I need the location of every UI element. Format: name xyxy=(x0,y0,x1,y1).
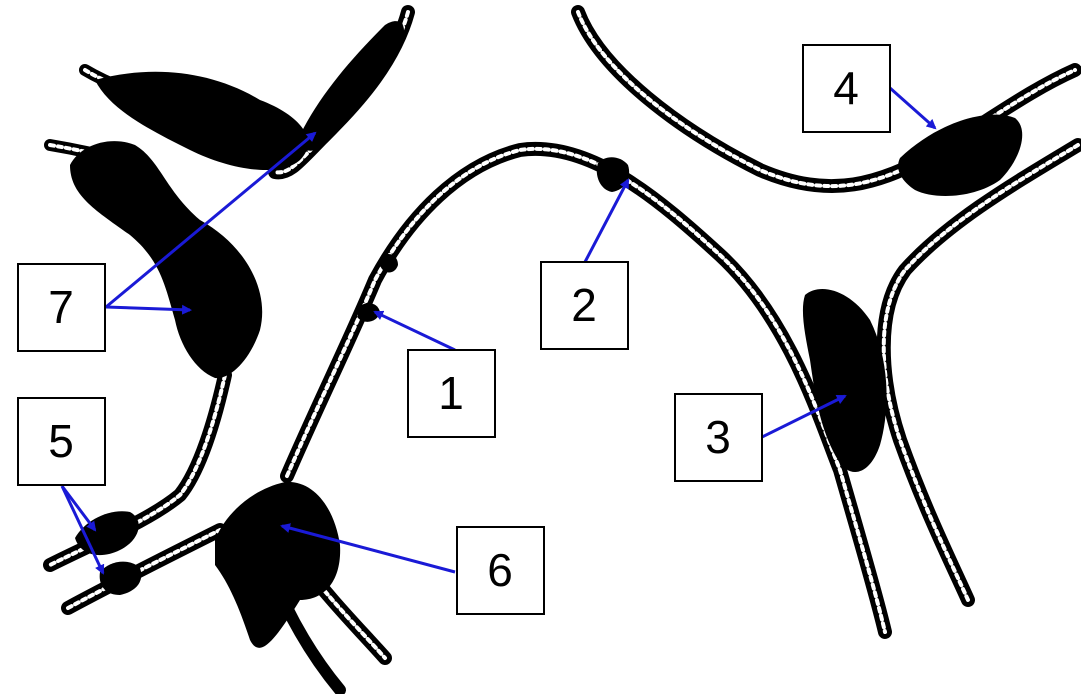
label-boxes: 1 2 3 4 5 6 7 xyxy=(17,44,891,615)
label-box-6: 6 xyxy=(456,526,545,615)
particle-left-big xyxy=(70,141,263,379)
label-4: 4 xyxy=(833,62,859,114)
particles xyxy=(70,21,1023,648)
label-5: 5 xyxy=(48,415,74,467)
label-box-3: 3 xyxy=(674,393,763,482)
arrow-4 xyxy=(889,86,937,130)
label-box-7: 7 xyxy=(17,263,106,352)
fiber-main xyxy=(280,141,892,639)
particle-5b xyxy=(99,561,142,595)
label-box-5: 5 xyxy=(17,397,106,486)
particle-1b xyxy=(380,254,398,273)
arrow-5b xyxy=(60,485,105,575)
particle-top-left xyxy=(95,71,308,171)
particle-top-left-2 xyxy=(300,21,405,151)
label-7: 7 xyxy=(48,281,74,333)
arrow-7b xyxy=(105,304,192,315)
label-1: 1 xyxy=(438,367,464,419)
label-6: 6 xyxy=(487,544,513,596)
arrow-6 xyxy=(280,523,456,574)
label-box-2: 2 xyxy=(540,261,629,350)
arrow-7a xyxy=(105,131,317,309)
arrow-5a xyxy=(60,485,97,532)
label-3: 3 xyxy=(705,411,731,463)
particle-4 xyxy=(898,114,1023,196)
fiber-bottom-left xyxy=(61,523,227,615)
fiber-right xyxy=(876,138,1081,607)
label-2: 2 xyxy=(571,279,597,331)
label-box-4: 4 xyxy=(802,44,891,133)
label-box-1: 1 xyxy=(407,349,496,438)
arrow-3 xyxy=(761,394,847,439)
particle-6 xyxy=(215,481,341,648)
fiber-top-right xyxy=(571,5,1081,193)
arrows xyxy=(60,86,937,575)
arrow-1 xyxy=(373,310,456,352)
arrow-2 xyxy=(583,178,630,263)
particle-3 xyxy=(802,288,887,472)
